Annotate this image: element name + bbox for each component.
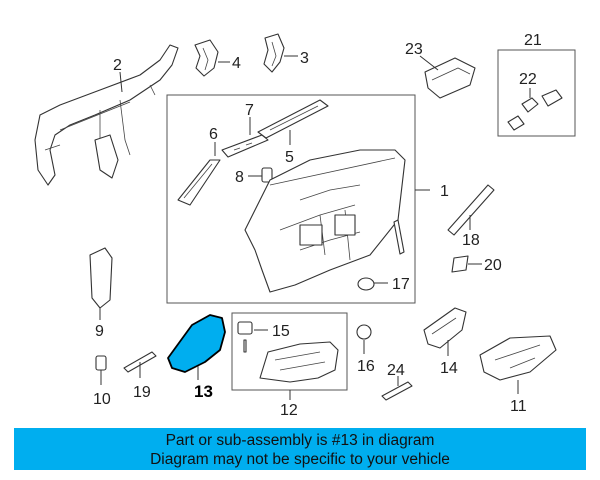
part-11-console[interactable] xyxy=(479,335,557,394)
callout-16: 16 xyxy=(357,358,375,375)
callout-18: 18 xyxy=(462,232,480,249)
part-4-bracket[interactable] xyxy=(194,39,230,77)
part-5-trim[interactable] xyxy=(257,99,329,145)
part-16-grommet[interactable] xyxy=(356,324,372,354)
callout-5: 5 xyxy=(285,149,294,166)
part-8-clip[interactable] xyxy=(248,167,273,183)
callout-11: 11 xyxy=(510,398,527,415)
banner-line-2: Diagram may not be specific to your vehi… xyxy=(150,451,450,468)
part-14-panel[interactable] xyxy=(423,307,467,356)
callout-1: 1 xyxy=(440,183,449,200)
callout-21: 21 xyxy=(524,32,542,49)
callout-3: 3 xyxy=(300,50,309,67)
part-18-strip[interactable] xyxy=(447,184,495,236)
callout-6: 6 xyxy=(209,126,218,143)
part-20-cap[interactable] xyxy=(451,255,482,273)
callout-23: 23 xyxy=(405,41,423,58)
callout-12: 12 xyxy=(280,402,298,419)
part-24-strip[interactable] xyxy=(381,376,413,401)
part-13-shape[interactable] xyxy=(167,314,226,373)
part-10-clip[interactable] xyxy=(95,355,107,385)
callout-13: 13 xyxy=(194,382,213,401)
part-clip-right[interactable] xyxy=(393,219,405,255)
callout-7: 7 xyxy=(245,102,254,119)
callout-2: 2 xyxy=(113,57,122,74)
part-17-clock[interactable] xyxy=(357,277,388,291)
part-3-bracket[interactable] xyxy=(263,33,298,73)
part-22-switches[interactable] xyxy=(507,88,563,131)
callout-20: 20 xyxy=(484,257,502,274)
callout-14: 14 xyxy=(440,360,458,377)
part-1-dashboard[interactable] xyxy=(244,149,406,293)
part-7-trim[interactable] xyxy=(221,117,269,158)
callout-24: 24 xyxy=(387,362,405,379)
part-9-cover[interactable] xyxy=(89,247,113,320)
callout-22: 22 xyxy=(519,71,537,88)
callout-8: 8 xyxy=(235,169,244,186)
part-19-strip[interactable] xyxy=(123,351,157,378)
callout-19: 19 xyxy=(133,384,151,401)
callout-10: 10 xyxy=(93,391,111,408)
part-2-cross-car-beam[interactable] xyxy=(34,44,179,186)
callout-17: 17 xyxy=(392,276,410,293)
part-13-highlighted[interactable] xyxy=(167,314,226,380)
part-23-module[interactable] xyxy=(419,55,476,99)
part-21-box xyxy=(497,49,576,137)
callout-9: 9 xyxy=(95,323,104,340)
part-12-knee-bolster[interactable] xyxy=(259,341,339,400)
dashboard-group-box xyxy=(166,94,416,304)
callout-15: 15 xyxy=(272,323,290,340)
part-6-trim[interactable] xyxy=(177,142,221,206)
callout-4: 4 xyxy=(232,55,241,72)
info-banner: Part or sub-assembly is #13 in diagram D… xyxy=(14,428,586,470)
banner-line-1: Part or sub-assembly is #13 in diagram xyxy=(165,432,435,449)
part-15-bracket[interactable] xyxy=(237,321,268,353)
